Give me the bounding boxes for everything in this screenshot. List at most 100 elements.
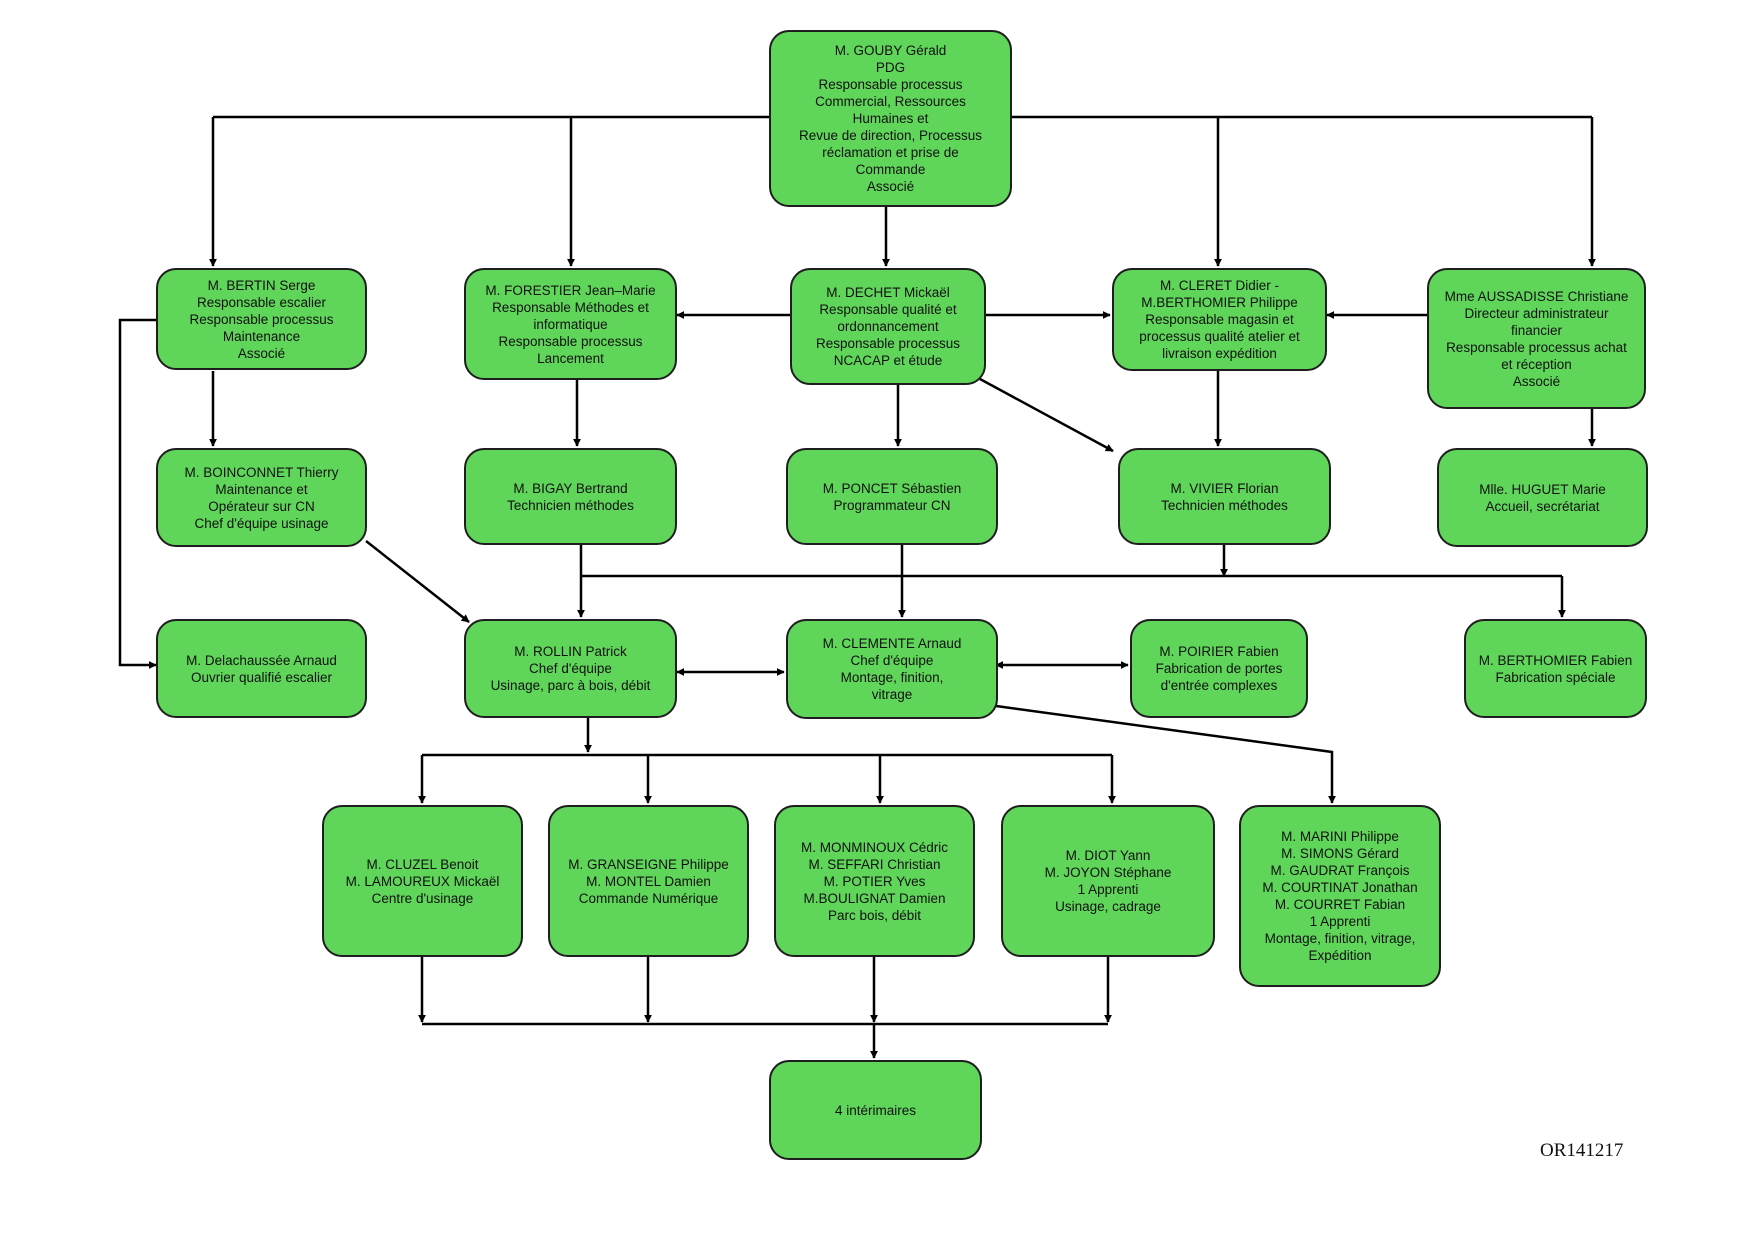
node-line: Responsable escalier <box>196 294 327 310</box>
node-line: Directeur administrateur <box>1464 305 1609 321</box>
node-line: Responsable processus <box>818 77 963 92</box>
node-line: M. BOINCONNET Thierry <box>184 464 339 480</box>
node-line: Responsable magasin et <box>1145 312 1294 327</box>
node-line: Expédition <box>1308 948 1372 963</box>
node-line: Humaines et <box>852 111 929 126</box>
node-line: d'entrée complexes <box>1160 678 1278 693</box>
node-diot: M. DIOT Yann M. JOYON Stéphane 1 Apprent… <box>1001 805 1215 957</box>
node-gouby: M. GOUBY Gérald PDG Responsable processu… <box>769 30 1012 207</box>
node-line: Mme AUSSADISSE Christiane <box>1444 288 1629 304</box>
node-cleret: M. CLERET Didier - M.BERTHOMIER Philippe… <box>1112 268 1327 371</box>
node-line: Opérateur sur CN <box>208 498 315 514</box>
node-line: 1 Apprenti <box>1077 882 1139 897</box>
node-line: M. Delachaussée Arnaud <box>186 652 337 668</box>
node-line: Responsable processus <box>189 311 334 327</box>
node-line: Responsable processus <box>815 336 961 351</box>
node-line: Responsable qualité et <box>819 302 957 317</box>
node-line: M. SIMONS Gérard <box>1281 846 1399 861</box>
node-line: ordonnancement <box>837 319 939 334</box>
node-poncet: M. PONCET Sébastien Programmateur CN <box>786 448 998 545</box>
node-berthomier-fabien: M. BERTHOMIER Fabien Fabrication spécial… <box>1464 619 1647 718</box>
node-line: Lancement <box>537 350 604 366</box>
node-line: Chef d'équipe usinage <box>194 515 329 531</box>
node-rollin: M. ROLLIN Patrick Chef d'équipe Usinage,… <box>464 619 677 718</box>
node-line: Maintenance et <box>215 481 308 497</box>
node-line: financier <box>1510 322 1563 338</box>
node-line: Ouvrier qualifié escalier <box>190 669 333 685</box>
node-line: M. SEFFARI Christian <box>808 856 941 872</box>
node-line: Fabrication spéciale <box>1495 669 1616 685</box>
node-vivier: M. VIVIER Florian Technicien méthodes <box>1118 448 1331 545</box>
node-bigay: M. BIGAY Bertrand Technicien méthodes <box>464 448 677 545</box>
node-line: M. CLUZEL Benoit <box>366 856 479 872</box>
node-line: processus qualité atelier et <box>1139 329 1300 344</box>
node-line: Mlle. HUGUET Marie <box>1479 481 1606 497</box>
node-line: M. CLERET Didier - <box>1159 278 1280 293</box>
node-line: PDG <box>875 60 906 75</box>
connector <box>365 540 470 623</box>
node-line: M. GRANSEIGNE Philippe <box>568 856 729 872</box>
node-line: Associé <box>866 179 915 194</box>
node-poirier: M. POIRIER Fabien Fabrication de portes … <box>1130 619 1308 718</box>
node-clemente: M. CLEMENTE Arnaud Chef d'équipe Montage… <box>786 619 998 719</box>
node-line: Technicien méthodes <box>1161 497 1288 513</box>
node-line: M. CLEMENTE Arnaud <box>822 636 962 651</box>
node-huguet: Mlle. HUGUET Marie Accueil, secrétariat <box>1437 448 1648 547</box>
node-line: M. PONCET Sébastien <box>822 480 962 496</box>
connector <box>995 704 1336 804</box>
node-line: M. LAMOUREUX Mickaël <box>345 873 500 889</box>
node-line: et réception <box>1501 356 1572 372</box>
node-line: réclamation et prise de <box>822 145 959 160</box>
node-line: Usinage, cadrage <box>1055 899 1161 914</box>
node-line: Accueil, secrétariat <box>1485 498 1600 514</box>
node-line: M. COURRET Fabian <box>1274 897 1406 912</box>
node-line: M. MARINI Philippe <box>1281 829 1399 844</box>
node-line: M. GAUDRAT François <box>1270 863 1410 878</box>
node-line: Chef d'équipe <box>850 653 934 668</box>
node-line: M. BERTIN Serge <box>207 277 316 293</box>
node-forestier: M. FORESTIER Jean–Marie Responsable Méth… <box>464 268 677 380</box>
node-line: Programmateur CN <box>833 497 951 513</box>
node-line: M. MONTEL Damien <box>586 873 711 889</box>
node-line: M. VIVIER Florian <box>1170 480 1279 496</box>
node-aussadisse: Mme AUSSADISSE Christiane Directeur admi… <box>1427 268 1646 409</box>
node-line: Responsable Méthodes et <box>492 299 649 315</box>
node-cluzel: M. CLUZEL Benoit M. LAMOUREUX Mickaël Ce… <box>322 805 523 957</box>
node-line: Usinage, parc à bois, débit <box>490 678 651 693</box>
node-boinconnet: M. BOINCONNET Thierry Maintenance et Opé… <box>156 448 367 547</box>
node-line: Montage, finition, vitrage, <box>1264 931 1416 946</box>
node-marini: M. MARINI Philippe M. SIMONS Gérard M. G… <box>1239 805 1441 987</box>
node-line: Responsable processus achat <box>1446 339 1627 355</box>
node-line: Montage, finition, <box>840 670 944 685</box>
node-line: M. DECHET Mickaël <box>826 285 950 300</box>
node-line: informatique <box>533 316 608 332</box>
node-line: Responsable processus <box>498 333 643 349</box>
node-line: M. COURTINAT Jonathan <box>1262 880 1418 895</box>
node-line: Technicien méthodes <box>507 497 634 513</box>
node-line: Maintenance <box>222 328 301 344</box>
node-line: Commercial, Ressources <box>815 94 966 109</box>
node-interimaires: 4 intérimaires <box>769 1060 982 1160</box>
node-line: 4 intérimaires <box>834 1102 917 1118</box>
connector <box>118 318 157 669</box>
node-delachaussee: M. Delachaussée Arnaud Ouvrier qualifié … <box>156 619 367 718</box>
node-line: Commande <box>855 162 926 177</box>
connector <box>979 377 1114 453</box>
node-line: M. JOYON Stéphane <box>1044 865 1172 880</box>
node-bertin: M. BERTIN Serge Responsable escalier Res… <box>156 268 367 370</box>
node-line: NCACAP et étude <box>833 353 943 368</box>
node-line: Associé <box>237 345 286 361</box>
node-line: Associé <box>1512 373 1561 389</box>
node-line: M. BIGAY Bertrand <box>513 480 628 496</box>
node-line: Centre d'usinage <box>371 890 474 906</box>
node-line: M. ROLLIN Patrick <box>514 644 627 659</box>
node-line: M. FORESTIER Jean–Marie <box>485 282 656 298</box>
node-dechet: M. DECHET Mickaël Responsable qualité et… <box>790 268 986 385</box>
node-line: Chef d'équipe <box>529 661 612 676</box>
node-line: Fabrication de portes <box>1155 661 1283 676</box>
node-monminoux: M. MONMINOUX Cédric M. SEFFARI Christian… <box>774 805 975 957</box>
node-line: M. GOUBY Gérald <box>834 43 947 58</box>
node-line: M. DIOT Yann <box>1065 848 1151 863</box>
node-line: M. POIRIER Fabien <box>1159 644 1279 659</box>
